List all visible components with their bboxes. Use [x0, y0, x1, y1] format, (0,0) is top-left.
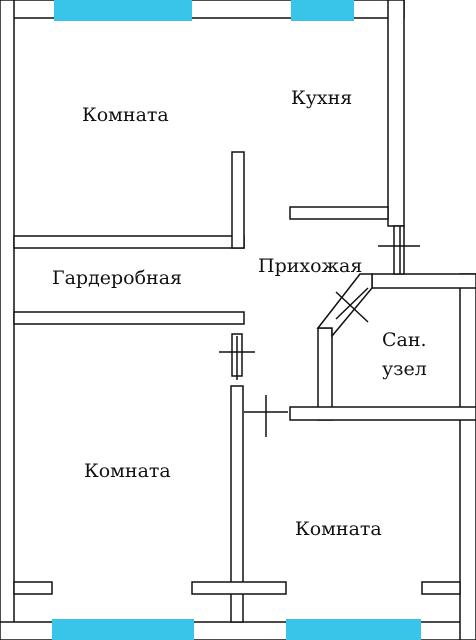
- label-bathroom-line1: Сан.: [382, 329, 427, 351]
- wall-bottom-stub-left: [13, 581, 53, 595]
- outer-wall-right-lower: [459, 273, 476, 640]
- windows: [52, 0, 421, 640]
- label-room-bottom-right: Комната: [295, 518, 382, 540]
- wall-center-vertical: [230, 385, 244, 623]
- wall-wardrobe-room: [13, 311, 245, 325]
- wall-bathroom-bottom: [289, 406, 476, 421]
- label-wardrobe: Гардеробная: [52, 267, 182, 289]
- door-marker-bathroom: [335, 287, 369, 323]
- outer-wall-left: [0, 0, 15, 640]
- outer-wall-right-upper: [387, 0, 405, 227]
- wall-bottom-stub-mid: [191, 581, 287, 595]
- door-marker-wardrobe-room: [219, 336, 255, 380]
- window-top-right: [291, 0, 354, 21]
- wall-room-wardrobe: [13, 235, 245, 249]
- door-marker-room-bottom-right: [244, 395, 288, 437]
- wall-bathroom-diagonal: [316, 273, 373, 339]
- door-markers: [219, 226, 420, 437]
- wall-bottom-stub-right: [421, 581, 461, 595]
- door-marker-hallway-entry: [378, 226, 420, 274]
- label-hallway: Прихожая: [258, 255, 362, 277]
- room-labels: Комната Кухня Гардеробная Прихожая Сан. …: [52, 87, 427, 540]
- window-top-left: [54, 0, 192, 21]
- wall-room-stub-vertical: [231, 151, 245, 249]
- window-bottom-left: [52, 619, 194, 640]
- label-bathroom-line2: узел: [382, 358, 427, 380]
- label-room-bottom-left: Комната: [84, 460, 171, 482]
- wall-bathroom-entry-left: [317, 327, 333, 421]
- label-kitchen: Кухня: [291, 87, 352, 109]
- wall-bathroom-top: [371, 273, 476, 289]
- interior-walls: [13, 151, 476, 623]
- window-bottom-right: [286, 619, 421, 640]
- wall-kitchen-stub: [289, 206, 389, 220]
- wall-hallway-door-frame: [393, 225, 405, 275]
- label-room-top-left: Комната: [82, 104, 169, 126]
